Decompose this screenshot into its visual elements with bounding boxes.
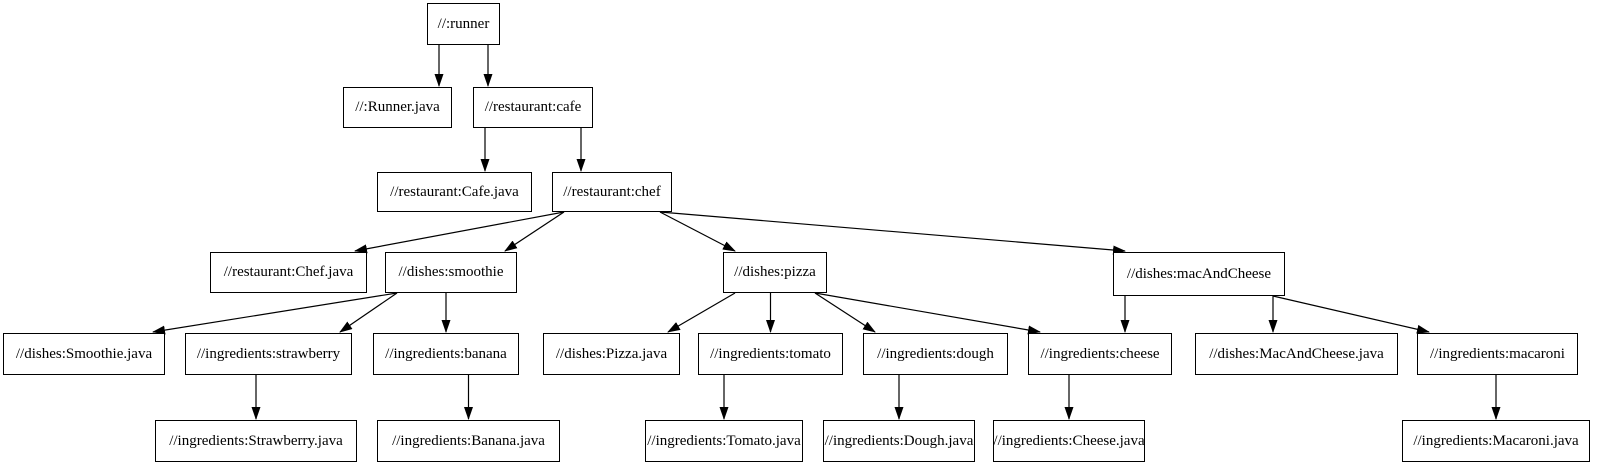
node-runner: //:runner (427, 3, 500, 45)
edge-chef-smoothie (504, 211, 565, 252)
node-cheese: //ingredients:cheese (1028, 333, 1172, 375)
edge-chef-pizza (659, 211, 736, 252)
node-label: //ingredients:Macaroni.java (1413, 432, 1579, 449)
node-label: //dishes:Pizza.java (555, 345, 668, 362)
edge-pizza-cheese (814, 292, 1041, 335)
node-smoothie_java: //dishes:Smoothie.java (3, 333, 165, 375)
node-label: //ingredients:dough (877, 345, 994, 362)
node-label: //dishes:MacAndCheese.java (1209, 345, 1384, 362)
edge-pizza-pizza_java (667, 292, 736, 333)
node-cheese_java: //ingredients:Cheese.java (993, 420, 1145, 462)
node-strawberry_java: //ingredients:Strawberry.java (155, 420, 357, 462)
node-dough: //ingredients:dough (863, 333, 1008, 375)
node-chef_java: //restaurant:Chef.java (210, 252, 367, 293)
node-label: //dishes:macAndCheese (1126, 265, 1272, 282)
node-pizza: //dishes:pizza (723, 252, 827, 293)
node-tomato_java: //ingredients:Tomato.java (645, 420, 803, 462)
node-label: //ingredients:Dough.java (824, 432, 974, 449)
node-label: //dishes:pizza (734, 264, 816, 280)
node-label: //ingredients:tomato (710, 345, 831, 362)
node-label: //ingredients:Tomato.java (647, 432, 801, 449)
node-runner_java: //:Runner.java (343, 87, 452, 128)
node-label: //ingredients:macaroni (1430, 345, 1565, 362)
node-banana: //ingredients:banana (373, 333, 519, 375)
node-label: //ingredients:cheese (1040, 345, 1160, 362)
node-label: //ingredients:banana (385, 345, 507, 362)
edge-chef-mac (659, 211, 1126, 255)
node-label: //:Runner.java (355, 99, 440, 115)
edge-mac-macaroni (1272, 295, 1430, 334)
node-strawberry: //ingredients:strawberry (185, 333, 352, 375)
node-mac_java: //dishes:MacAndCheese.java (1195, 333, 1398, 375)
node-label: //restaurant:cafe (484, 99, 582, 115)
node-label: //ingredients:Strawberry.java (169, 432, 343, 449)
node-pizza_java: //dishes:Pizza.java (543, 333, 680, 375)
node-label: //restaurant:chef (563, 183, 661, 200)
node-mac: //dishes:macAndCheese (1113, 252, 1285, 296)
node-label: //ingredients:strawberry (196, 345, 341, 362)
edge-chef-chef_java (354, 211, 565, 254)
edge-smoothie-strawberry (339, 292, 398, 333)
node-label: //dishes:Smoothie.java (15, 345, 153, 362)
node-tomato: //ingredients:tomato (698, 333, 843, 375)
node-label: //dishes:smoothie (398, 264, 504, 280)
node-chef: //restaurant:chef (552, 172, 672, 212)
node-cafe: //restaurant:cafe (473, 87, 593, 128)
node-label: //ingredients:Banana.java (392, 432, 545, 449)
node-smoothie: //dishes:smoothie (385, 252, 517, 293)
node-macaroni: //ingredients:macaroni (1417, 333, 1578, 375)
edge-pizza-dough (814, 292, 876, 333)
node-label: //:runner (437, 15, 490, 32)
node-banana_java: //ingredients:Banana.java (377, 420, 560, 462)
node-label: //ingredients:Cheese.java (993, 432, 1145, 449)
node-macaroni_java: //ingredients:Macaroni.java (1402, 420, 1590, 462)
node-dough_java: //ingredients:Dough.java (823, 420, 975, 462)
node-cafe_java: //restaurant:Cafe.java (377, 172, 532, 212)
node-label: //restaurant:Cafe.java (390, 183, 519, 200)
edge-smoothie-smoothie_java (152, 292, 398, 335)
node-label: //restaurant:Chef.java (223, 264, 354, 280)
